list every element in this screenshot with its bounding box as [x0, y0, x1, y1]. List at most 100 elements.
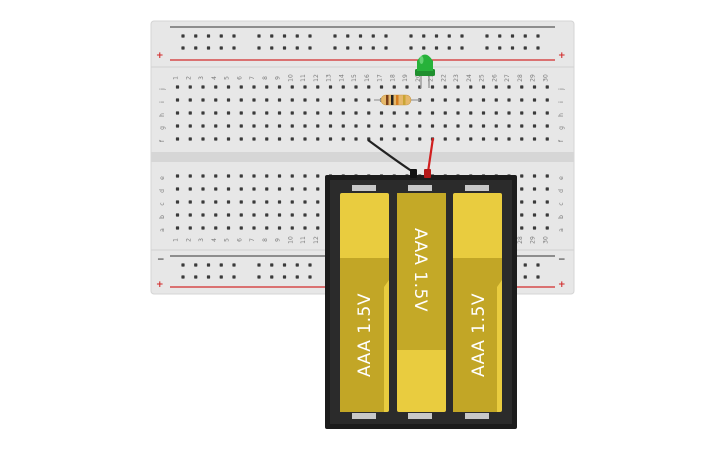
hole-a-8 [265, 226, 269, 230]
hole-g-4 [214, 124, 218, 128]
rail-hole-0-22 [510, 34, 515, 38]
rail-hole-2-8 [295, 263, 299, 267]
rail-hole-2-1 [194, 263, 198, 267]
hole-i-27 [507, 98, 511, 102]
hole-e-5 [226, 174, 231, 178]
hole-b-4 [214, 213, 218, 217]
hole-h-15 [354, 111, 358, 115]
hole-b-2 [188, 213, 192, 217]
hole-i-11 [303, 98, 307, 102]
hole-f-1 [175, 137, 180, 141]
hole-b-7 [252, 213, 256, 217]
column-number-top-11: 11 [300, 74, 307, 82]
rail-hole-0-12 [358, 34, 363, 38]
bottom-rail-minus-right: − [558, 255, 566, 265]
hole-i-12 [316, 98, 320, 102]
hole-j-12 [316, 85, 320, 89]
row-letter-right-f: f [558, 139, 565, 142]
column-number-bottom-6: 6 [236, 238, 243, 242]
hole-c-10 [290, 200, 294, 204]
hole-i-24 [469, 98, 473, 102]
rail-hole-1-6 [270, 46, 274, 50]
hole-b-9 [277, 213, 282, 217]
rail-hole-1-18 [447, 46, 451, 50]
hole-a-30 [545, 226, 549, 230]
column-number-top-26: 26 [491, 74, 498, 82]
hole-g-17 [379, 124, 384, 128]
hole-h-14 [341, 111, 345, 115]
center-channel [151, 152, 574, 162]
rail-hole-3-9 [308, 275, 312, 279]
hole-j-4 [214, 85, 218, 89]
rail-hole-0-17 [434, 34, 439, 38]
hole-f-29 [532, 137, 537, 141]
hole-f-17 [379, 137, 384, 141]
hole-f-14 [341, 137, 345, 141]
rail-hole-0-21 [498, 34, 502, 38]
rail-hole-2-6 [270, 263, 274, 267]
battery-terminal-negative [410, 169, 417, 178]
rail-hole-0-1 [194, 34, 198, 38]
hole-h-17 [379, 111, 384, 115]
battery-1-label: AAA 1.5V [355, 293, 375, 377]
hole-b-30 [545, 213, 549, 217]
hole-a-2 [188, 226, 192, 230]
hole-j-22 [443, 85, 447, 89]
rail-hole-0-3 [219, 34, 223, 38]
hole-i-28 [520, 98, 524, 102]
hole-g-11 [303, 124, 307, 128]
hole-i-6 [239, 98, 243, 102]
hole-f-30 [545, 137, 549, 141]
hole-b-12 [316, 213, 320, 217]
hole-d-1 [175, 187, 180, 191]
hole-g-12 [316, 124, 320, 128]
hole-e-29 [532, 174, 537, 178]
hole-b-3 [201, 213, 205, 217]
rail-hole-1-0 [181, 46, 185, 50]
hole-a-12 [316, 226, 320, 230]
hole-i-13 [328, 98, 333, 102]
hole-j-30 [545, 85, 549, 89]
battery-3-label: AAA 1.5V [469, 293, 489, 377]
row-letter-left-b: b [159, 215, 166, 219]
bottom-rail-plus-right: + [558, 280, 566, 290]
hole-e-1 [175, 174, 180, 178]
row-letter-left-e: e [159, 176, 166, 180]
hole-e-7 [252, 174, 256, 178]
column-number-top-8: 8 [262, 76, 269, 80]
hole-i-5 [226, 98, 231, 102]
hole-a-6 [239, 226, 243, 230]
rail-hole-2-4 [232, 263, 236, 267]
hole-h-2 [188, 111, 192, 115]
hole-i-1 [175, 98, 180, 102]
hole-a-5 [226, 226, 231, 230]
rail-hole-0-14 [384, 34, 388, 38]
hole-h-19 [405, 111, 409, 115]
column-number-top-27: 27 [504, 74, 511, 82]
hole-f-28 [520, 137, 524, 141]
hole-a-29 [532, 226, 537, 230]
hole-i-4 [214, 98, 218, 102]
hole-g-21 [430, 124, 435, 128]
hole-c-12 [316, 200, 320, 204]
battery-2: AAA 1.5V [397, 193, 446, 412]
hole-d-4 [214, 187, 218, 191]
rail-hole-0-11 [346, 34, 350, 38]
column-number-top-23: 23 [453, 74, 460, 82]
column-number-top-28: 28 [517, 74, 524, 82]
rail-hole-0-5 [257, 34, 261, 38]
hole-i-9 [277, 98, 282, 102]
hole-i-10 [290, 98, 294, 102]
column-number-top-17: 17 [377, 74, 384, 82]
hole-h-25 [481, 111, 486, 115]
hole-b-8 [265, 213, 269, 217]
rail-hole-0-6 [270, 34, 274, 38]
hole-h-7 [252, 111, 256, 115]
hole-f-27 [507, 137, 511, 141]
hole-a-7 [252, 226, 256, 230]
top-contact-3 [465, 185, 489, 191]
battery-3-band [453, 258, 502, 412]
column-number-top-24: 24 [466, 74, 473, 82]
hole-g-15 [354, 124, 358, 128]
hole-h-28 [520, 111, 524, 115]
